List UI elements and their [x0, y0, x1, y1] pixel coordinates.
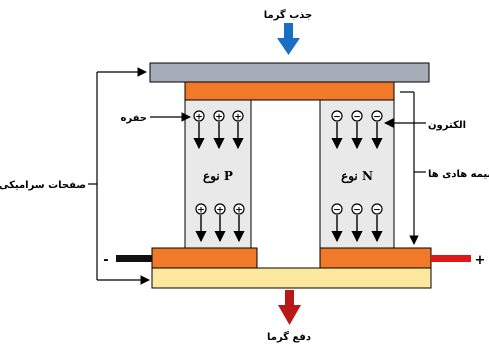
electron-minus-circle-icon: −: [351, 110, 363, 150]
heat-absorb-label: جذب گرما: [264, 8, 313, 21]
ceramic-plates-bracket: [88, 67, 150, 285]
svg-text:−: −: [333, 113, 341, 123]
hole-label: حفره: [120, 113, 147, 124]
negative-wire: [116, 255, 152, 262]
hole-plus-circle-icon: +: [193, 110, 205, 150]
top-conductor: [184, 81, 395, 101]
electron-carriers-lower: − − −: [331, 203, 383, 243]
svg-text:−: −: [353, 206, 361, 216]
hole-carriers-lower: + + +: [195, 203, 245, 243]
hole-plus-circle-icon: +: [214, 203, 226, 243]
electron-minus-circle-icon: −: [371, 203, 383, 243]
electron-label: الکترون: [428, 120, 466, 131]
bottom-conductor-right: [319, 247, 432, 269]
svg-text:−: −: [353, 113, 361, 123]
heat-release-label: دفع گرما: [267, 330, 311, 343]
electron-minus-circle-icon: −: [351, 203, 363, 243]
hole-plus-circle-icon: +: [213, 110, 225, 150]
ceramic-plates-label: صفحات سرامیکی: [0, 180, 86, 191]
positive-terminal-label: +: [475, 253, 486, 268]
n-type-label: نوع N: [341, 169, 373, 184]
svg-text:−: −: [373, 206, 381, 216]
hole-plus-circle-icon: +: [233, 203, 245, 243]
svg-text:+: +: [235, 206, 243, 216]
heat-release-arrow-icon: [278, 290, 301, 325]
top-ceramic-plate: [149, 62, 430, 83]
bottom-ceramic-plate: [151, 267, 432, 289]
svg-text:+: +: [197, 206, 205, 216]
semiconductors-label: نیمه هادی ها: [428, 169, 489, 180]
svg-text:+: +: [216, 206, 224, 216]
svg-text:+: +: [234, 113, 242, 123]
semiconductors-bracket: [400, 91, 426, 245]
electron-minus-circle-icon: −: [331, 203, 343, 243]
positive-wire: [431, 255, 471, 262]
p-type-label: نوع P: [203, 169, 233, 184]
hole-plus-circle-icon: +: [232, 110, 244, 150]
hole-carriers-upper: + + +: [193, 110, 244, 150]
svg-text:+: +: [195, 113, 203, 123]
svg-text:−: −: [333, 206, 341, 216]
electron-minus-circle-icon: −: [371, 110, 383, 150]
electron-minus-circle-icon: −: [331, 110, 343, 150]
svg-text:+: +: [215, 113, 223, 123]
hole-plus-circle-icon: +: [195, 203, 207, 243]
p-type-semiconductor: [184, 99, 252, 249]
svg-text:−: −: [373, 113, 381, 123]
electron-carriers-upper: − − −: [331, 110, 383, 150]
bottom-conductor-left: [151, 247, 258, 269]
negative-terminal-label: -: [103, 253, 108, 268]
heat-absorb-arrow-icon: [277, 23, 300, 55]
